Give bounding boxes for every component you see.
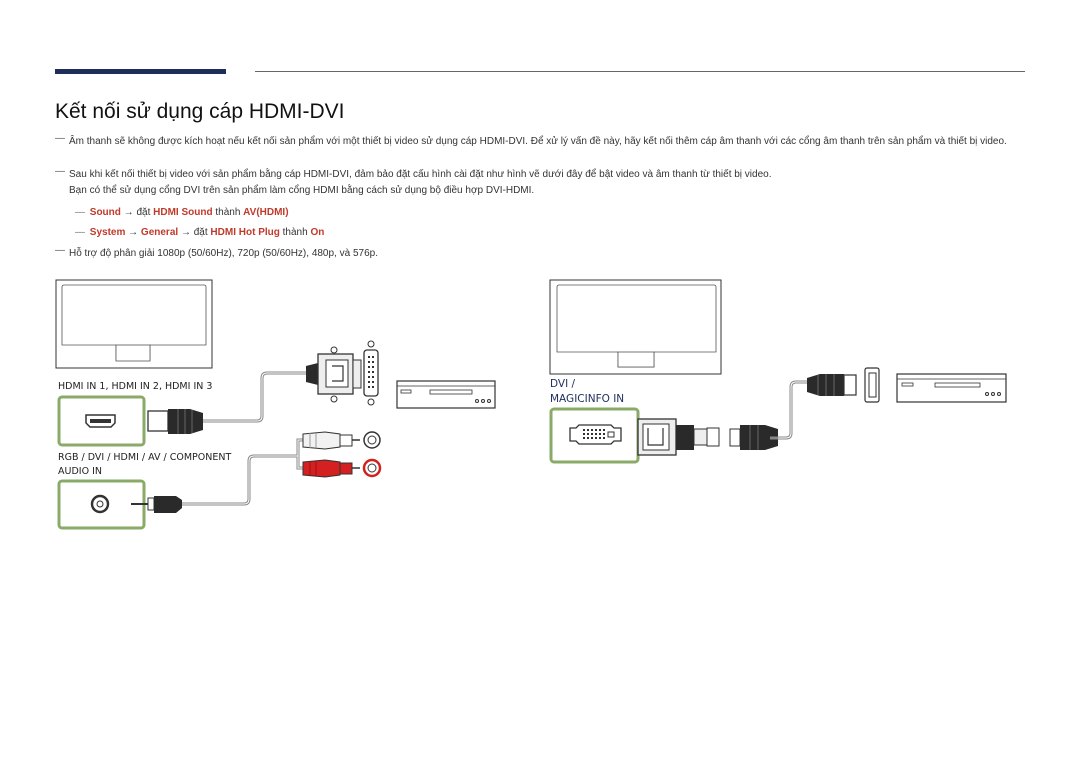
video-device-right-icon	[896, 373, 1007, 403]
value-av-hdmi: AV(HDMI)	[243, 207, 289, 218]
video-device-icon	[396, 380, 496, 409]
header-rule	[255, 71, 1025, 72]
header-accent-bar	[55, 69, 226, 74]
hdmi-port-device-icon	[864, 367, 880, 403]
hdmi-plug-right-icon	[729, 425, 778, 450]
dvi-magicinfo-port-icon	[549, 407, 640, 464]
audio-in-label-line2: AUDIO IN	[58, 466, 102, 477]
note-text: Bạn có thể sử dụng cổng DVI trên sản phẩ…	[69, 185, 535, 196]
hdmi-in-label: HDMI IN 1, HDMI IN 2, HDMI IN 3	[58, 381, 213, 392]
item-hdmi-sound: HDMI Sound	[153, 207, 213, 218]
dvi-port-icon	[363, 340, 379, 406]
rca-white-jack-icon	[363, 431, 381, 449]
dvi-label-line2: MAGICINFO IN	[550, 393, 625, 405]
rca-white-plug-icon	[302, 431, 360, 450]
note-dvi-adapter: Bạn có thể sử dụng cổng DVI trên sản phẩ…	[55, 183, 1020, 199]
menu-sound: Sound	[89, 207, 121, 218]
dvi-plug-right-icon	[637, 418, 720, 456]
dvi-plug-icon	[306, 346, 362, 403]
to-text: thành	[279, 227, 311, 238]
audio-port-icon	[57, 479, 146, 530]
rca-red-jack-icon	[362, 458, 382, 478]
note-dash: ―	[55, 166, 65, 177]
note-dash: ―	[55, 133, 65, 144]
arrow-text: → đặt	[120, 207, 154, 218]
audio-in-label-line1: RGB / DVI / HDMI / AV / COMPONENT	[58, 452, 232, 463]
note-audio: ― Âm thanh sẽ không được kích hoạt nếu k…	[55, 133, 1020, 150]
setting-hdmi-sound: ― Sound → đặt HDMI Sound thành AV(HDMI)	[75, 207, 289, 218]
display-back-left-icon	[55, 279, 213, 369]
hdmi-port-icon	[57, 395, 146, 447]
note-resolution: ― Hỗ trợ độ phân giải 1080p (50/60Hz), 7…	[55, 245, 1020, 262]
item-hdmi-hot-plug: HDMI Hot Plug	[210, 227, 280, 238]
display-back-right-icon	[549, 279, 722, 375]
dvi-label-line1: DVI /	[550, 378, 576, 390]
note-dash: ―	[55, 245, 65, 256]
setting-hdmi-hot-plug: ― System → General → đặt HDMI Hot Plug t…	[75, 227, 324, 238]
hdmi-plug-icon	[147, 409, 203, 434]
arrow-text: →	[125, 227, 141, 238]
note-text: Hỗ trợ độ phân giải 1080p (50/60Hz), 720…	[69, 248, 378, 259]
rca-red-plug-icon	[302, 459, 360, 478]
note-text: Sau khi kết nối thiết bị video với sản p…	[69, 169, 772, 180]
note-config: ― Sau khi kết nối thiết bị video với sản…	[55, 166, 1020, 183]
audio-jack-plug-icon	[131, 496, 182, 513]
setting-dash: ―	[75, 207, 85, 218]
arrow-text: → đặt	[178, 227, 211, 238]
menu-general: General	[140, 227, 179, 238]
hdmi-plug-top-right-icon	[807, 374, 857, 396]
menu-system: System	[89, 227, 126, 238]
setting-dash: ―	[75, 227, 85, 238]
value-on: On	[310, 227, 325, 238]
page-title: Kết nối sử dụng cáp HDMI-DVI	[55, 100, 345, 123]
to-text: thành	[212, 207, 244, 218]
note-text: Âm thanh sẽ không được kích hoạt nếu kết…	[69, 136, 1007, 147]
